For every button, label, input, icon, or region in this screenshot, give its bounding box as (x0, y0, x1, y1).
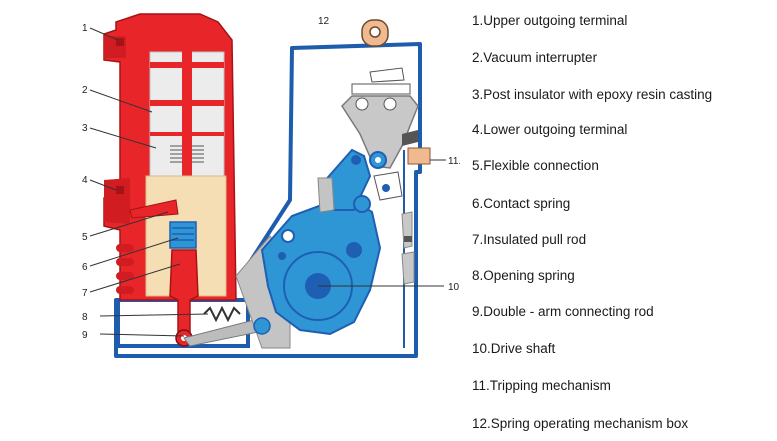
callout-11: 11. (448, 156, 460, 167)
tripping-mechanism (341, 67, 431, 285)
leader-lines (89, 27, 446, 337)
legend-item-7: 7.Insulated pull rod (472, 232, 587, 247)
breaker-cross-section-diagram: 1 2 3 4 5 6 7 8 9 10 11. 12 (82, 13, 460, 358)
flexible-connection (129, 199, 179, 219)
legend-item-8: 8.Opening spring (472, 268, 575, 283)
callout-8: 8 (82, 312, 88, 323)
callout-7: 7 (82, 288, 88, 299)
vacuum-interrupter (149, 26, 225, 177)
legend-item-4: 4.Lower outgoing terminal (472, 122, 628, 137)
legend-item-11: 11.Tripping mechanism (472, 378, 611, 393)
callout-4: 4 (82, 175, 88, 186)
callout-1: 1 (82, 23, 88, 34)
legend-item-3: 3.Post insulator with epoxy resin castin… (472, 87, 713, 102)
legend-item-5: 5.Flexible connection (472, 158, 599, 173)
drive-mechanism (260, 148, 382, 336)
legend-item-9: 9.Double - arm connecting rod (472, 304, 654, 319)
callout-5: 5 (82, 232, 88, 243)
opening-spring (203, 305, 241, 323)
legend-item-6: 6.Contact spring (472, 196, 571, 211)
legend-item-12: 12.Spring operating mechanism box (472, 416, 689, 431)
legend-item-1: 1.Upper outgoing terminal (472, 13, 628, 28)
component-legend: 1.Upper outgoing terminal 2.Vacuum inter… (472, 0, 772, 441)
legend-item-10: 10.Drive shaft (472, 341, 556, 356)
callout-2: 2 (82, 85, 88, 96)
callout-3: 3 (82, 123, 88, 134)
contact-spring (169, 221, 197, 249)
callout-10: 10 (448, 282, 460, 293)
legend-item-2: 2.Vacuum interrupter (472, 50, 598, 65)
callout-6: 6 (82, 262, 88, 273)
callout-12: 12 (318, 16, 330, 27)
callout-9: 9 (82, 330, 88, 341)
